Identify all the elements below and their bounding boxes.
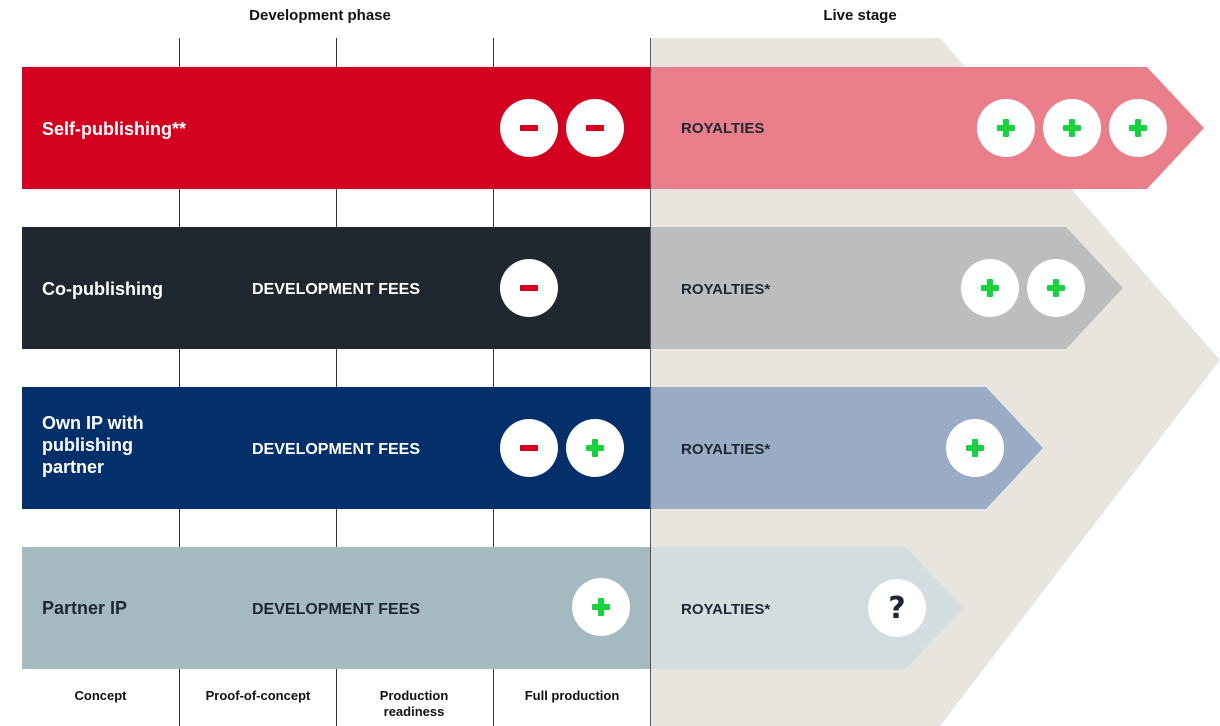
plus-icon — [1027, 259, 1085, 317]
royalties-label-co-publishing: ROYALTIES* — [681, 281, 771, 298]
own-ip-live-arrow — [651, 387, 1043, 509]
plus-icon — [566, 419, 624, 477]
stage-label-production-readiness: Production readiness — [379, 688, 449, 719]
plus-icon — [961, 259, 1019, 317]
development-fees-label: DEVELOPMENT FEES — [252, 601, 421, 618]
plus-icon — [977, 99, 1035, 157]
plus-icon — [946, 419, 1004, 477]
royalties-label-self-publishing: ROYALTIES — [681, 120, 765, 137]
minus-icon — [566, 99, 624, 157]
stage-label-proof-of-concept: Proof-of-concept — [205, 688, 311, 703]
question-mark: ? — [888, 590, 906, 626]
row-label-own-ip: Own IP with publishing partner — [42, 413, 144, 477]
minus-icon — [500, 259, 558, 317]
plus-icon — [572, 578, 630, 636]
question-icon: ? — [868, 579, 926, 637]
stage-label-full-production: Full production — [524, 688, 620, 703]
development-phase-heading: Development phase — [249, 7, 391, 24]
phase-divider — [650, 38, 651, 726]
minus-icon — [500, 99, 558, 157]
grid-line-proof-of-concept — [336, 38, 337, 726]
plus-icon — [1109, 99, 1167, 157]
grid-line-concept — [179, 38, 180, 726]
development-fees-label: DEVELOPMENT FEES — [252, 441, 421, 458]
partner-ip-dev-band — [22, 547, 650, 669]
self-publishing-live-arrow — [651, 67, 1204, 189]
live-stage-heading: Live stage — [823, 7, 897, 24]
partner-ip-live-arrow — [651, 547, 963, 669]
development-fees-label: DEVELOPMENT FEES — [252, 281, 421, 298]
grid-line-production-readiness — [493, 38, 494, 726]
royalties-label-partner-ip: ROYALTIES* — [681, 601, 771, 618]
row-label-partner-ip: Partner IP — [42, 598, 128, 618]
co-publishing-live-arrow — [651, 227, 1123, 349]
row-label-self-publishing: Self-publishing** — [42, 119, 186, 139]
row-label-co-publishing: Co-publishing — [42, 279, 163, 299]
stage-label-concept: Concept — [74, 688, 127, 703]
royalties-label-own-ip: ROYALTIES* — [681, 441, 771, 458]
minus-icon — [500, 419, 558, 477]
plus-icon — [1043, 99, 1101, 157]
